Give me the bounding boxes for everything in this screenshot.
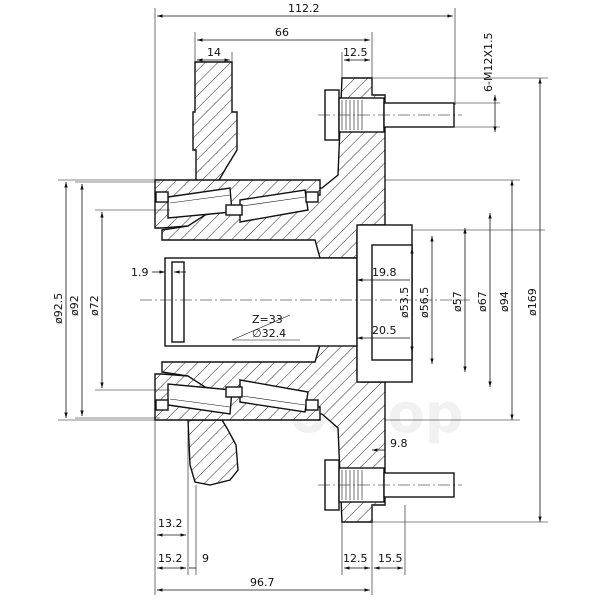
dim-bolt-thread: 6-M12X1.5 xyxy=(482,33,495,93)
dim-spline-dia: ∅32.4 xyxy=(252,327,286,340)
dim-teeth: Z=33 xyxy=(252,313,283,326)
dim-overall-top: 112.2 xyxy=(288,2,320,15)
dim-overall-bottom: 96.7 xyxy=(250,576,275,589)
dim-bore-step: 1.9 xyxy=(131,266,149,279)
dim-seal-width: 13.2 xyxy=(158,517,183,530)
dim-dia-169: ø169 xyxy=(526,288,539,316)
dim-dia-94: ø94 xyxy=(498,291,511,312)
dim-dia-67: ø67 xyxy=(476,291,489,312)
dim-stud-length: 15.5 xyxy=(378,552,403,565)
dim-dia-92: ø92 xyxy=(68,295,81,316)
dim-bottom-small: 9 xyxy=(202,552,209,565)
dim-inner-recess: 20.5 xyxy=(372,324,397,337)
dim-dia-56-5: ø56.5 xyxy=(418,287,431,318)
hub-body xyxy=(140,61,470,523)
dimension-labels: 112.2 66 14 12.5 6-M12X1.5 1.9 19.8 20.5… xyxy=(52,2,539,589)
dim-flange-thickness-top: 12.5 xyxy=(343,46,368,59)
lower-wheel-stud xyxy=(318,459,462,511)
dim-dia-72: ø72 xyxy=(88,295,101,316)
dim-dia-53-5: ø53.5 xyxy=(398,287,411,318)
dim-dia-92-5: ø92.5 xyxy=(52,293,65,324)
upper-wheel-stud xyxy=(318,89,462,141)
dim-flange-offset: 66 xyxy=(275,26,289,39)
upper-bearing xyxy=(155,187,319,223)
dim-bottom-left: 15.2 xyxy=(158,552,183,565)
dim-flange-thickness-bottom: 12.5 xyxy=(343,552,368,565)
lower-bearing xyxy=(155,379,319,415)
dim-ring-width: 14 xyxy=(207,46,221,59)
dim-dia-57: ø57 xyxy=(451,291,464,312)
dim-inner-depth: 19.8 xyxy=(372,266,397,279)
dim-pilot-length: 9.8 xyxy=(390,437,408,450)
dimension-lines xyxy=(58,8,548,595)
